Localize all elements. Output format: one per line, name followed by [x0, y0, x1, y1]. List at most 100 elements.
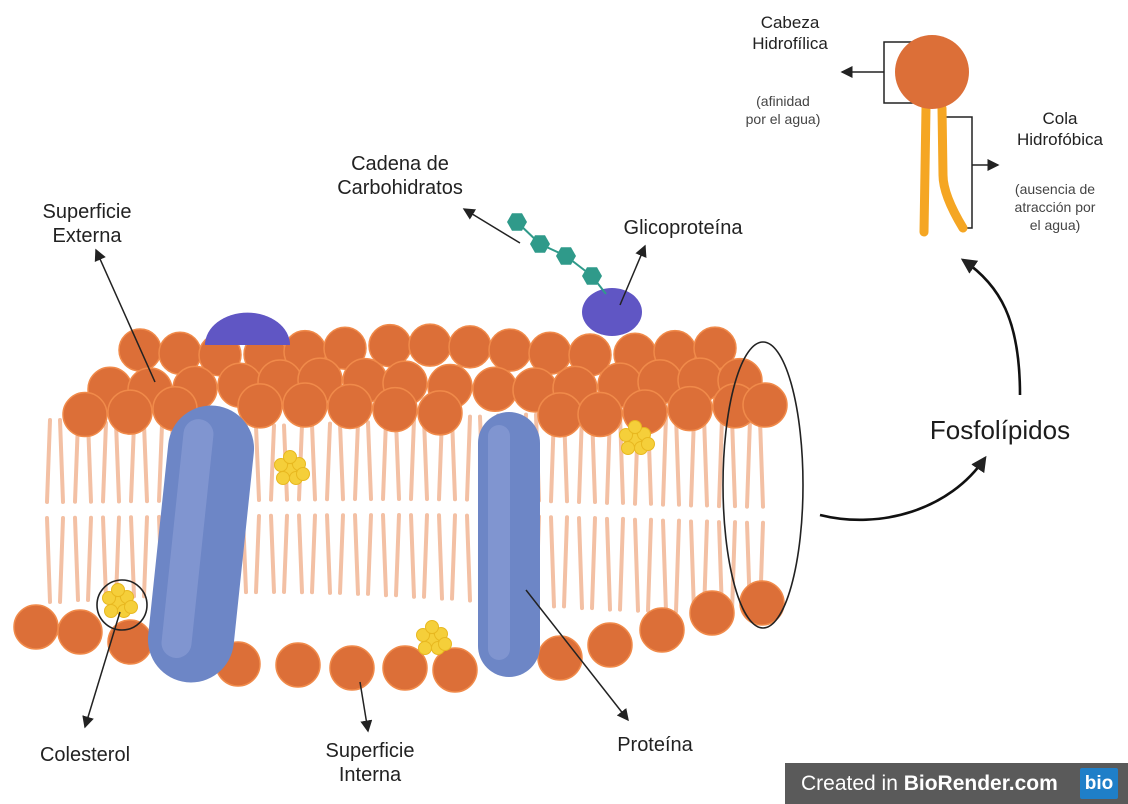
lipid-tail [411, 515, 414, 597]
lipid-tail [131, 517, 134, 596]
lipid-tail [691, 521, 694, 611]
cholesterol-molecule [642, 438, 655, 451]
outer-leaflet-heads [63, 324, 787, 437]
carbohydrate-chain [507, 213, 606, 294]
phospholipid-head [743, 383, 787, 427]
lipid-tail [271, 425, 274, 499]
cholesterol-molecule [125, 601, 138, 614]
curved-arrow-lower [820, 458, 985, 520]
lipid-tail [144, 424, 147, 501]
lipid-tail [648, 520, 651, 611]
phospholipid-head [283, 383, 327, 427]
lipid-tail [144, 517, 147, 596]
phospholipid-head [668, 387, 712, 431]
lipid-tail [340, 424, 343, 500]
lipid-tail [396, 421, 399, 499]
lipid-tail [131, 424, 134, 501]
lipid-tail [663, 521, 666, 612]
curved-arrow-upper [963, 260, 1020, 395]
phospholipid-head [108, 620, 152, 664]
lipid-tail [256, 426, 259, 500]
lipid-tail [327, 424, 330, 500]
lipid-tail [159, 425, 162, 501]
cholesterol-molecule [419, 642, 432, 655]
lipid-tail [312, 515, 315, 592]
lipid-tail [368, 422, 371, 499]
lipid-tail [355, 422, 358, 499]
hydrophilic-note: (afinidadpor el agua) [718, 92, 848, 128]
single-phospholipid [895, 35, 969, 232]
phospholipid-head [328, 384, 372, 428]
cholesterol-molecule [284, 451, 297, 464]
lipid-tail [551, 517, 554, 606]
biorender-logo-icon: bio [1080, 768, 1118, 799]
lipid-tail [424, 419, 427, 499]
lipid-tail [60, 518, 63, 602]
lipid-tail [579, 518, 582, 608]
phospholipid-head [538, 393, 582, 437]
lipid-tail [676, 521, 679, 612]
phospholipid-head [418, 391, 462, 435]
phospholipid-head [238, 384, 282, 428]
phospholipid-head [588, 623, 632, 667]
lipid-tail [607, 519, 610, 610]
lipid-tail [747, 420, 750, 507]
lipid-tail [47, 518, 50, 602]
lipid-tail [340, 515, 343, 593]
cholesterol-molecule [622, 442, 635, 455]
lipid-tail [116, 423, 119, 502]
lipid-tail [88, 518, 91, 600]
glycoprotein-label: Glicoproteína [598, 216, 768, 240]
lipid-tail [103, 423, 106, 502]
lipid-tail [383, 515, 386, 595]
lipid-tail [732, 522, 735, 612]
cholesterol-molecule [105, 605, 118, 618]
lipid-tail [312, 425, 315, 500]
lipid-tail [719, 418, 722, 506]
phospholipid-head [276, 643, 320, 687]
cholesterol-molecule [112, 584, 125, 597]
cholesterol-molecule [629, 421, 642, 434]
lipid-tail [383, 421, 386, 499]
cholesterol-molecule [297, 468, 310, 481]
phospholipid-head [473, 367, 517, 411]
lipid-tail [467, 516, 470, 601]
lipid-tail [284, 516, 287, 592]
phospholipid-head [690, 591, 734, 635]
lipid-tail [676, 416, 679, 505]
phospholipid-head [14, 605, 58, 649]
lipid-tail [256, 516, 259, 592]
lipid-tail [396, 515, 399, 595]
outer-surface-label: SuperficieExterna [12, 200, 162, 248]
phospholipid-head [640, 608, 684, 652]
badge-text: Created in BioRender.com [801, 772, 1058, 796]
biorender-badge[interactable]: Created in BioRender.com bio [785, 763, 1128, 804]
transmembrane-protein-right [478, 412, 540, 677]
cholesterol-molecule [277, 472, 290, 485]
lipid-tail [635, 520, 638, 611]
lipid-tail [732, 418, 735, 506]
lipid-tail [271, 516, 274, 592]
lipid-tail [47, 420, 50, 502]
phospholipid-head [578, 393, 622, 437]
protein-label: Proteína [590, 733, 720, 757]
lipid-tail [704, 417, 707, 505]
lipid-tail [620, 519, 623, 610]
phospholipid-head [108, 390, 152, 434]
cholesterol-molecule [439, 638, 452, 651]
phospholipid-head [373, 388, 417, 432]
lipid-tail [452, 515, 455, 598]
lipid-tail [75, 518, 78, 600]
lipid-tail [411, 419, 414, 499]
lipid-tail [299, 515, 302, 592]
lipid-tail [663, 416, 666, 505]
phospholipid-head [58, 610, 102, 654]
cholesterol-label: Colesterol [20, 743, 150, 767]
phospholipids-label: Fosfolípidos [910, 415, 1090, 445]
phospholipid-head [449, 326, 491, 368]
phospholipid-head [538, 636, 582, 680]
lipid-tail [424, 515, 427, 597]
lipid-tail [564, 517, 567, 606]
